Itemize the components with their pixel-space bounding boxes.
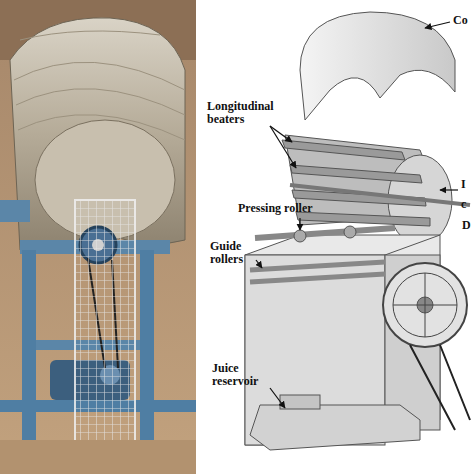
- part-label: Juice reservoir: [212, 362, 274, 388]
- part-label: Pressing roller: [238, 202, 348, 215]
- part-label: c: [461, 198, 474, 211]
- leader-lines: [256, 22, 458, 408]
- part-label: Guide rollers: [210, 240, 256, 266]
- cover: [300, 12, 455, 120]
- machine-photo: [0, 0, 196, 474]
- part-label: Longitudinal beaters: [207, 100, 287, 126]
- part-label: D: [462, 219, 474, 232]
- part-label: I: [461, 178, 474, 191]
- cad-drawing: [245, 12, 470, 450]
- part-label: Co: [453, 14, 474, 27]
